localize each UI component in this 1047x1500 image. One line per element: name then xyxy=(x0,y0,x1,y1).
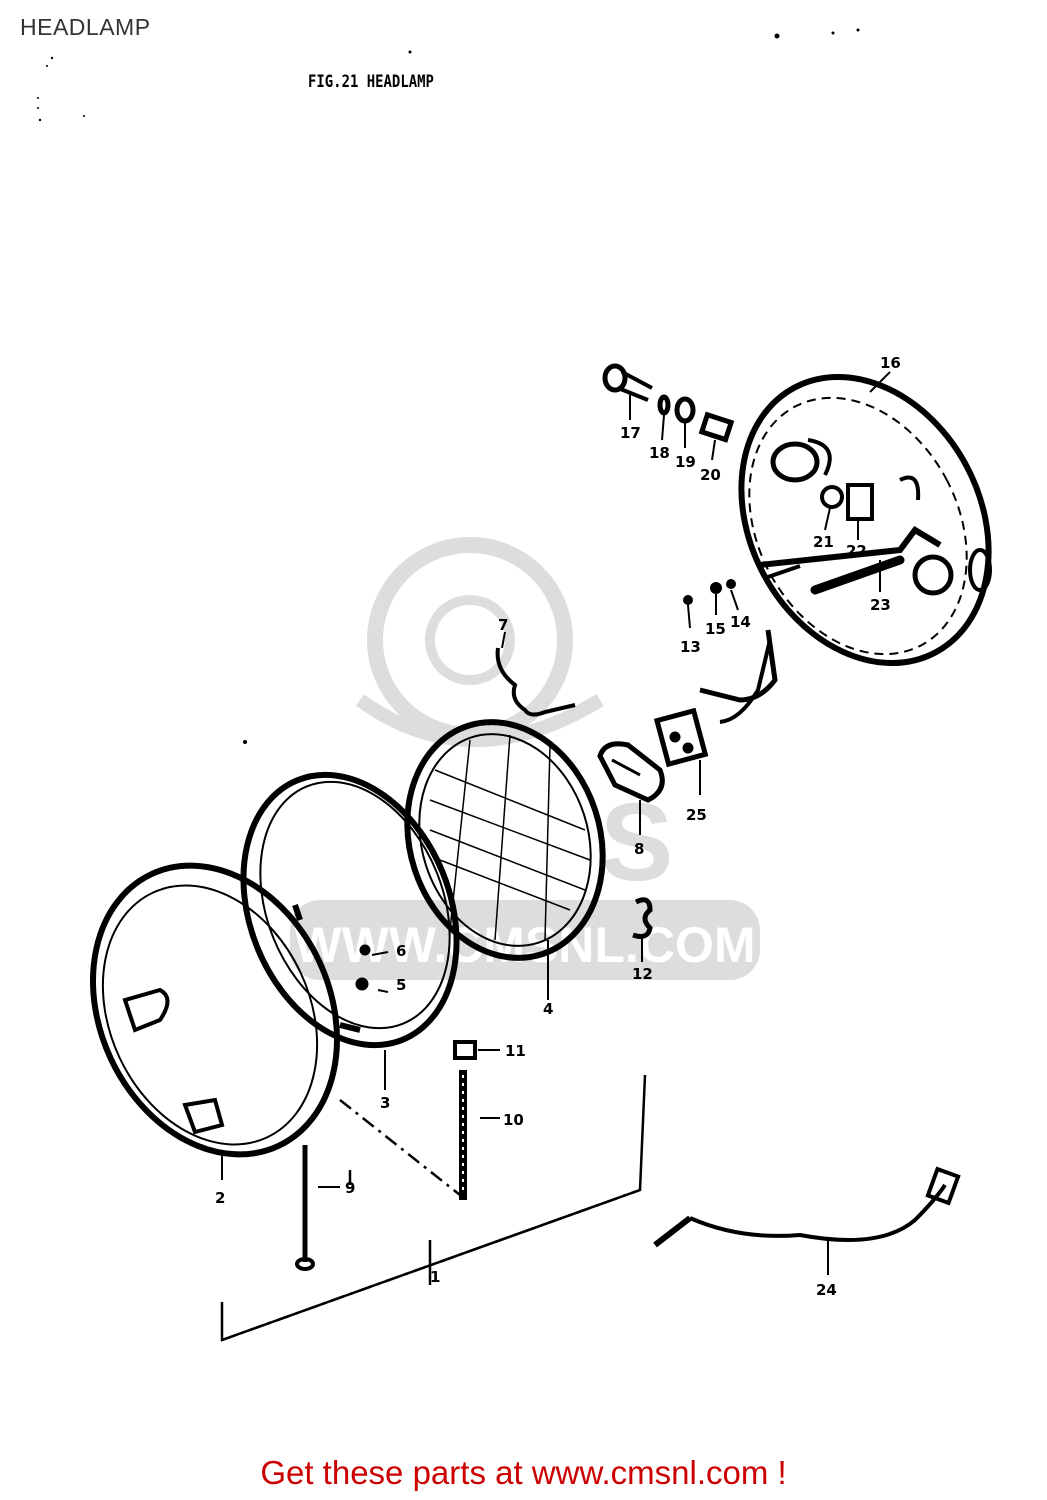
mounting-bolt-set xyxy=(602,363,735,443)
headlamp-housing xyxy=(738,373,992,667)
hardware-stud-bolt xyxy=(295,1040,477,1271)
label-part-4: 4 xyxy=(543,1000,553,1018)
label-part-7: 7 xyxy=(498,616,508,634)
label-part-23: 23 xyxy=(870,596,891,614)
label-part-16: 16 xyxy=(880,354,901,372)
figure-caption: FIG.21 HEADLAMP xyxy=(308,72,434,92)
adjusting-screw-set xyxy=(683,579,736,605)
label-part-25: 25 xyxy=(686,806,707,824)
label-part-12: 12 xyxy=(632,965,653,983)
leader-lines xyxy=(221,371,891,1275)
inner-rim xyxy=(240,771,460,1049)
lens-unit xyxy=(404,719,606,961)
label-part-5: 5 xyxy=(396,976,406,994)
socket-wiring xyxy=(653,629,778,768)
page-title: HEADLAMP xyxy=(20,14,151,40)
label-part-17: 17 xyxy=(620,424,641,442)
label-part-10: 10 xyxy=(503,1111,524,1129)
assembly-bracket xyxy=(220,1074,647,1342)
footer-link-text[interactable]: Get these parts at www.cmsnl.com ! xyxy=(260,1454,787,1491)
wire-harness xyxy=(653,1166,961,1248)
label-part-24: 24 xyxy=(816,1281,837,1299)
label-part-20: 20 xyxy=(700,466,721,484)
label-part-8: 8 xyxy=(634,840,644,858)
outer-rim xyxy=(90,862,340,1158)
label-part-14: 14 xyxy=(730,613,751,631)
label-part-6: 6 xyxy=(396,942,406,960)
svg-text:S: S xyxy=(600,781,673,904)
label-part-9: 9 xyxy=(345,1179,355,1197)
label-part-15: 15 xyxy=(705,620,726,638)
label-part-3: 3 xyxy=(380,1094,390,1112)
label-part-22: 22 xyxy=(846,542,867,560)
label-part-13: 13 xyxy=(680,638,701,656)
watermark: WWW.CMSNL.COM S xyxy=(290,537,760,980)
label-part-1: 1 xyxy=(430,1268,440,1286)
label-part-2: 2 xyxy=(215,1189,225,1207)
label-part-18: 18 xyxy=(649,444,670,462)
part-number-labels: 1 2 3 4 5 6 7 8 9 10 11 12 13 14 15 16 1… xyxy=(215,354,901,1299)
scan-specks xyxy=(37,28,860,744)
bulb xyxy=(597,741,665,803)
label-part-21: 21 xyxy=(813,533,834,551)
bulb-clip xyxy=(632,897,653,939)
label-part-11: 11 xyxy=(505,1042,526,1060)
label-part-19: 19 xyxy=(675,453,696,471)
wire-spring xyxy=(495,647,576,717)
